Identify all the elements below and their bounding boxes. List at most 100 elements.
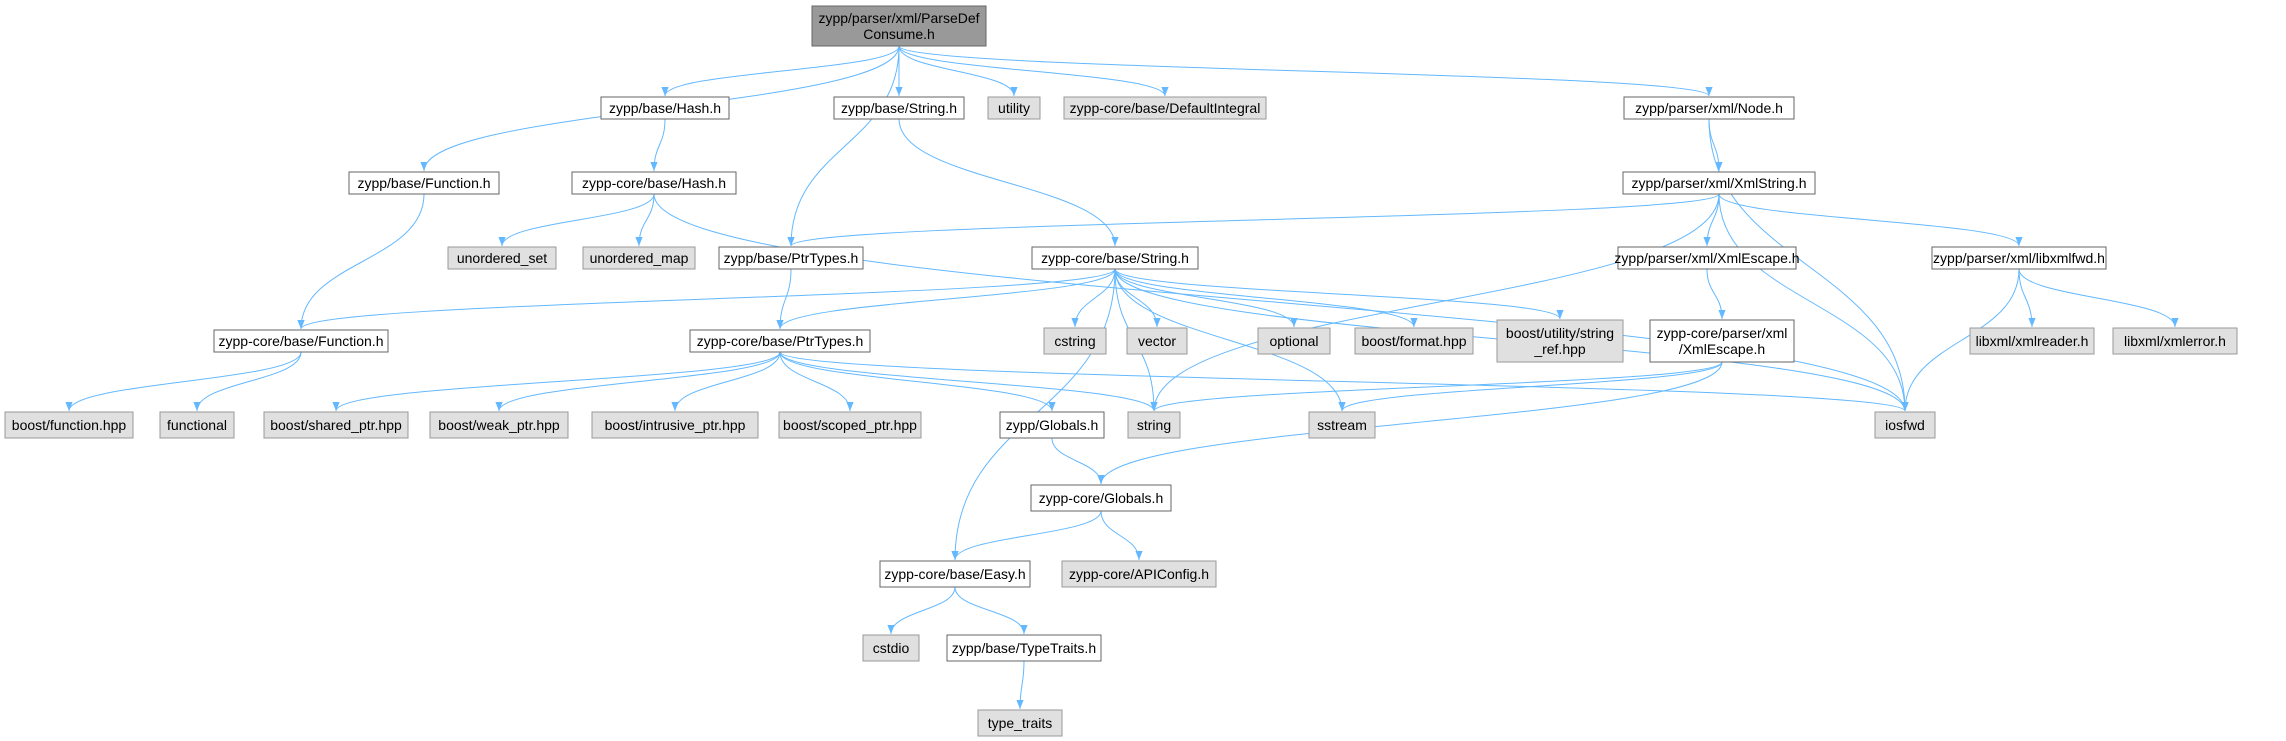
node-label: zypp-core/base/Function.h [219,333,384,349]
edge-core_easy-to-cstdio [887,586,956,635]
edge-node_h-to-xmlstring [1708,118,1723,172]
node-base_hash[interactable]: zypp/base/Hash.h [600,96,730,120]
node-label: optional [1269,333,1318,349]
edge-core_hash-to-iosfwd [653,193,1909,412]
node-label: zypp/parser/xml/ParseDef [818,10,979,26]
edge-root-to-base_hash [661,45,900,97]
edge-layer [65,45,2179,710]
node-box [977,709,1063,737]
node-label: utility [998,100,1030,116]
node-typetraits[interactable]: zypp/base/TypeTraits.h [946,634,1102,662]
node-cstdio: cstdio [862,634,920,662]
edge-xmlstring-to-base_ptrtypes [787,193,1720,247]
node-core_easy[interactable]: zypp-core/base/Easy.h [879,560,1031,588]
node-box [2112,327,2238,355]
node-box [571,171,737,195]
edge-libxmlfwd-to-xmlreader [2018,268,2036,328]
node-xmlreader: libxml/xmlreader.h [1969,327,2095,355]
node-globals_h[interactable]: zypp/Globals.h [999,411,1105,439]
node-box [582,246,696,270]
node-label: zypp-core/base/PtrTypes.h [697,333,864,349]
node-label: zypp-core/parser/xml [1657,325,1788,341]
node-box [1063,96,1267,120]
node-xmlstring[interactable]: zypp/parser/xml/XmlString.h [1622,171,1816,195]
node-label: _ref.hpp [1533,341,1586,357]
node-unordered_set: unordered_set [447,246,557,270]
node-label: boost/format.hpp [1361,333,1466,349]
node-box [879,560,1031,588]
node-label: zypp-core/base/Easy.h [884,566,1025,582]
node-default_integral: zypp-core/base/DefaultIntegral [1063,96,1267,120]
node-type_traits: type_traits [977,709,1063,737]
node-boost_intrusive: boost/intrusive_ptr.hpp [591,411,759,439]
node-label: functional [167,417,227,433]
edge-core_globals-to-apiconfig [1100,510,1143,561]
edge-core_easy-to-typetraits [954,586,1028,635]
edge-core_ptrtypes-to-boost_weak [495,351,781,412]
node-label: zypp-core/base/String.h [1041,250,1189,266]
node-box [1649,319,1795,363]
edge-core_hash-to-unordered_set [498,193,655,247]
node-core_ptrtypes[interactable]: zypp-core/base/PtrTypes.h [689,329,871,353]
edge-core_string-to-boost_string_ref [1114,268,1564,320]
node-box [1969,327,2095,355]
node-core_xmlescape[interactable]: zypp-core/parser/xml/XmlEscape.h [1649,319,1795,363]
node-node_h[interactable]: zypp/parser/xml/Node.h [1623,96,1795,120]
node-label: zypp/parser/xml/XmlEscape.h [1614,250,1799,266]
node-libxmlfwd[interactable]: zypp/parser/xml/libxmlfwd.h [1931,246,2107,270]
node-box [4,411,134,439]
node-box [1308,411,1376,439]
node-label: zypp/base/TypeTraits.h [952,640,1096,656]
node-box [1354,327,1474,355]
node-xmlescape_h[interactable]: zypp/parser/xml/XmlEscape.h [1614,246,1800,270]
node-label: boost/scoped_ptr.hpp [783,417,917,433]
node-label: boost/utility/string [1506,325,1614,341]
node-label: unordered_map [590,250,689,266]
node-label: zypp/base/PtrTypes.h [724,250,859,266]
node-boost_format: boost/format.hpp [1354,327,1474,355]
node-label: /XmlEscape.h [1679,341,1765,357]
node-box [862,634,920,662]
edge-root-to-node_h [898,45,1713,97]
node-iosfwd: iosfwd [1874,411,1936,439]
node-base_function[interactable]: zypp/base/Function.h [348,171,500,195]
node-box [213,329,389,353]
node-optional: optional [1257,327,1331,355]
edge-core_string-to-sstream [1114,268,1346,412]
node-label: vector [1138,333,1176,349]
node-box [1931,246,2107,270]
node-label: libxml/xmlreader.h [1976,333,2089,349]
node-label: zypp/base/String.h [841,100,957,116]
edge-core_ptrtypes-to-iosfwd [779,351,1909,412]
edge-core_xmlescape-to-sstream [1338,361,1723,412]
node-boost_function: boost/function.hpp [4,411,134,439]
node-box [1061,560,1217,588]
node-box [591,411,759,439]
node-label: string [1137,417,1171,433]
edge-core_string-to-core_function [297,268,1116,330]
node-core_hash[interactable]: zypp-core/base/Hash.h [571,171,737,195]
node-label: cstring [1054,333,1095,349]
node-box [946,634,1102,662]
node-label: zypp-core/Globals.h [1039,490,1164,506]
node-box [1127,411,1181,439]
node-base_ptrtypes[interactable]: zypp/base/PtrTypes.h [718,246,864,270]
edge-xmlstring-to-xmlescape_h [1703,193,1720,247]
node-box [1043,327,1107,355]
edge-core_function-to-boost_function [65,351,302,412]
node-core_function[interactable]: zypp-core/base/Function.h [213,329,389,353]
node-functional: functional [159,411,235,439]
node-box [1622,171,1816,195]
node-core_string[interactable]: zypp-core/base/String.h [1031,246,1199,270]
node-box [718,246,864,270]
node-label: zypp/parser/xml/XmlString.h [1631,175,1806,191]
node-base_string[interactable]: zypp/base/String.h [833,96,965,120]
node-boost_weak: boost/weak_ptr.hpp [429,411,569,439]
edge-typetraits-to-type_traits [1016,660,1025,710]
node-utility: utility [987,96,1041,120]
node-core_globals[interactable]: zypp-core/Globals.h [1030,484,1172,512]
node-box [833,96,965,120]
